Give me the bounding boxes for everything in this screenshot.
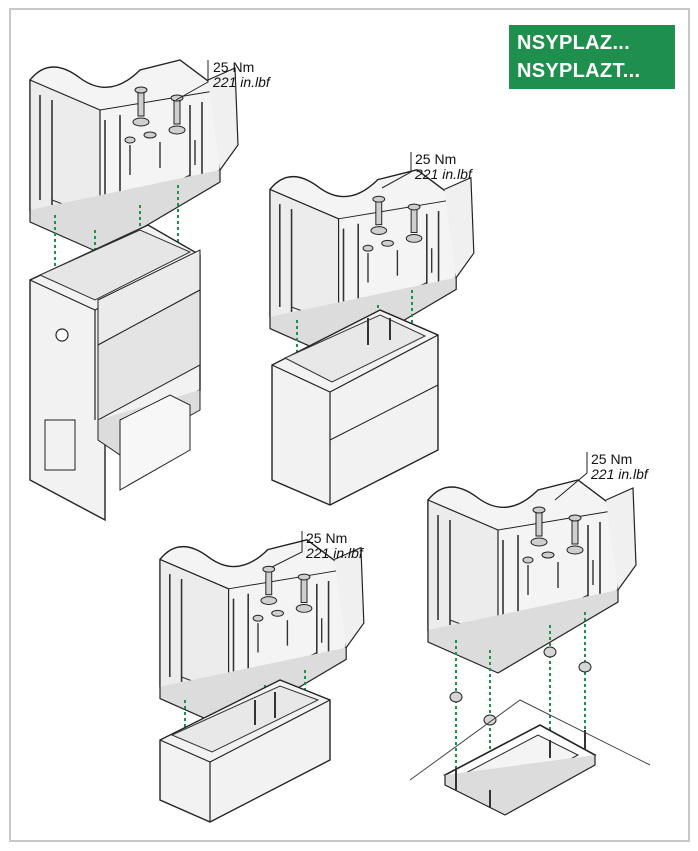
diagram-frame [9,8,690,842]
torque-nm: 25 Nm [415,151,457,167]
torque-label: 25 Nm 221 in.lbf [213,60,270,90]
panel-cabinet-on-mid-plinth [269,169,475,506]
torque-leader-1 [175,60,209,101]
torque-lbf: 221 in.lbf [213,74,270,90]
torque-label: 25 Nm 221 in.lbf [415,152,472,182]
torque-nm: 25 Nm [213,59,255,75]
torque-lbf: 221 in.lbf [306,545,363,561]
torque-leader-4 [271,531,303,568]
torque-nm: 25 Nm [306,530,348,546]
panel-cabinet-on-floor-frame [409,479,651,816]
torque-nm: 25 Nm [591,451,633,467]
torque-lbf: 221 in.lbf [415,166,472,182]
torque-leader-2 [381,152,412,189]
torque-lbf: 221 in.lbf [591,466,648,482]
reference-tag-line1: NSYPLAZ... [517,32,631,54]
panel-cabinet-on-tall-plinth [29,59,239,522]
panel-cabinet-on-low-plinth [159,539,365,823]
reference-tag: NSYPLAZ... NSYPLAZT... [509,25,675,89]
torque-leader-3 [554,452,588,501]
torque-label: 25 Nm 221 in.lbf [306,531,363,561]
torque-label: 25 Nm 221 in.lbf [591,452,648,482]
reference-tag-line2: NSYPLAZT... [517,60,641,82]
